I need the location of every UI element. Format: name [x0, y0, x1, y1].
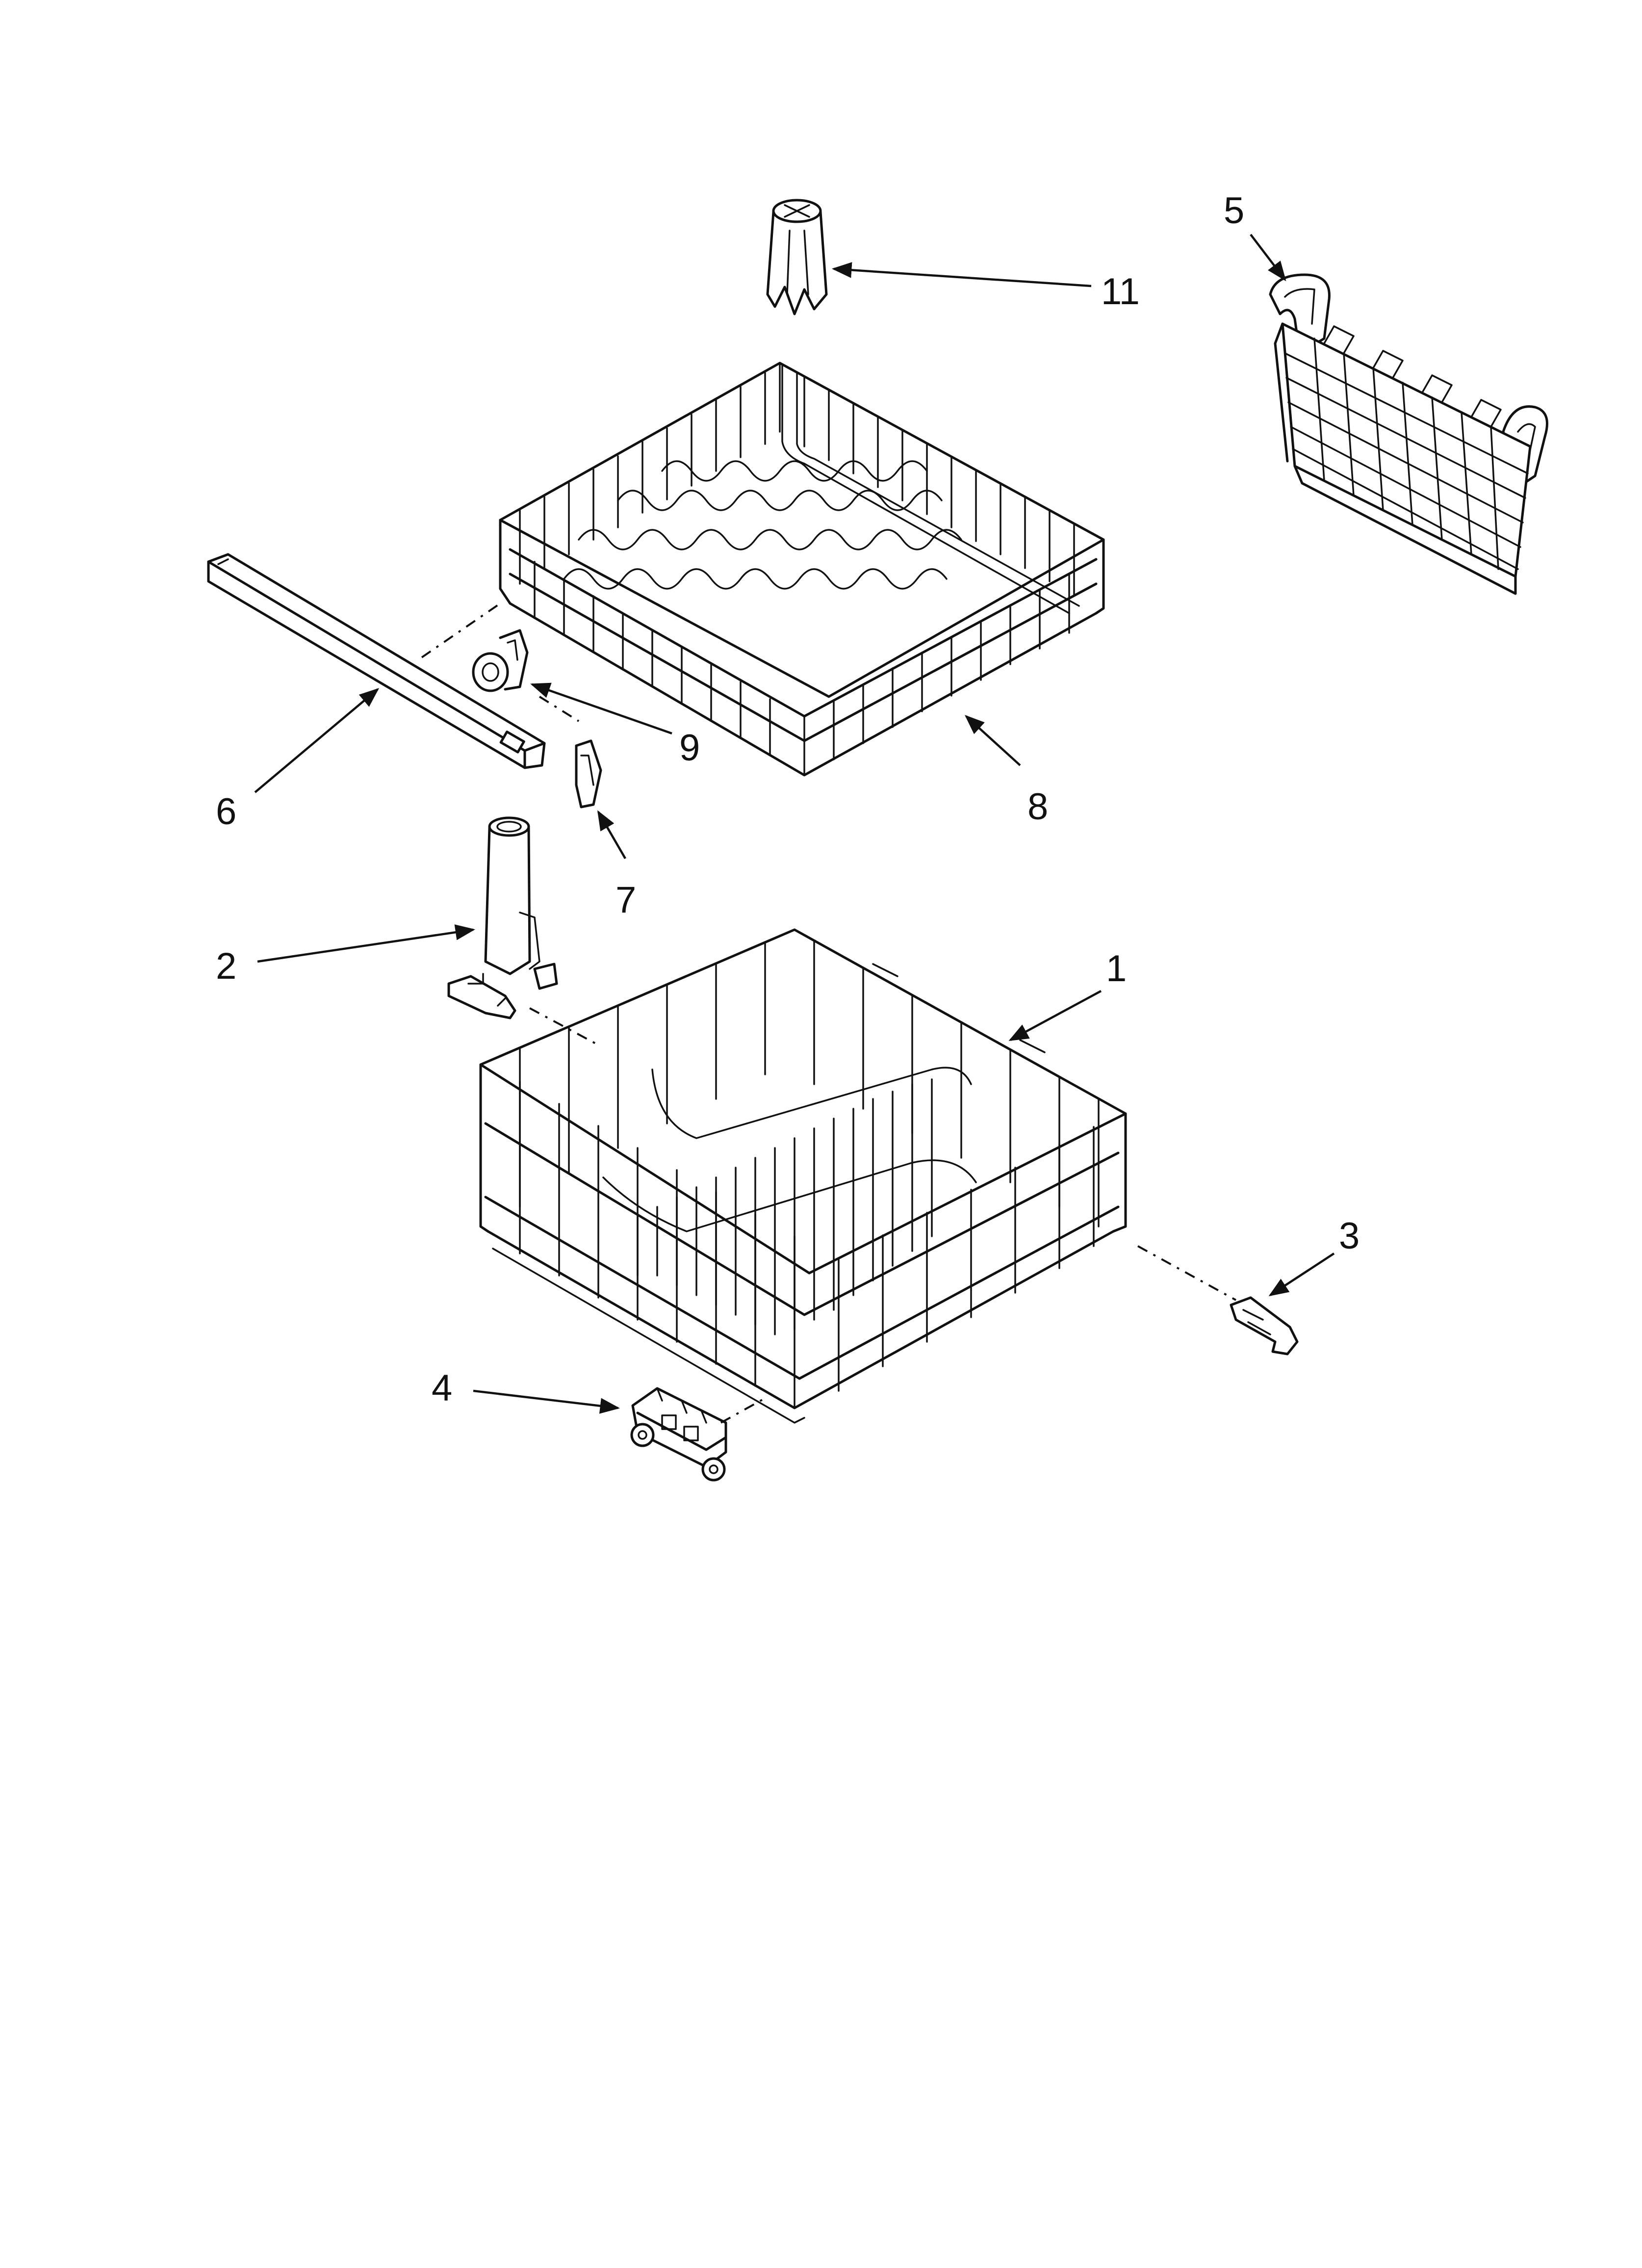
callout-labels: 11 5 6 9 8 7 2 1 3 4: [216, 190, 1360, 1409]
callout-6: 6: [216, 791, 236, 833]
part-11-spray-nozzle-tube[interactable]: [766, 199, 828, 315]
leader-arrows: [254, 234, 1335, 1414]
callout-1: 1: [1106, 948, 1127, 990]
part-6-rack-track[interactable]: [207, 553, 546, 769]
callout-8: 8: [1027, 786, 1048, 828]
callout-9: 9: [679, 727, 700, 769]
callout-4: 4: [432, 1367, 452, 1409]
callout-2: 2: [216, 945, 236, 987]
part-3-rack-clip[interactable]: [1230, 1296, 1299, 1356]
part-4-roller-assembly[interactable]: [630, 1387, 727, 1482]
part-1-lower-dish-rack[interactable]: [479, 928, 1127, 1424]
callout-3: 3: [1339, 1215, 1360, 1257]
part-8-upper-dish-rack[interactable]: [499, 362, 1105, 777]
part-2-spray-tube[interactable]: [447, 816, 558, 1019]
part-9-rack-roller[interactable]: [472, 629, 529, 692]
callout-7: 7: [616, 879, 636, 921]
part-5-silverware-basket[interactable]: [1269, 273, 1548, 595]
callout-5: 5: [1224, 190, 1244, 232]
part-7-end-cap[interactable]: [575, 739, 602, 808]
assembly-lines: [421, 602, 1236, 1424]
callout-11: 11: [1101, 271, 1140, 313]
